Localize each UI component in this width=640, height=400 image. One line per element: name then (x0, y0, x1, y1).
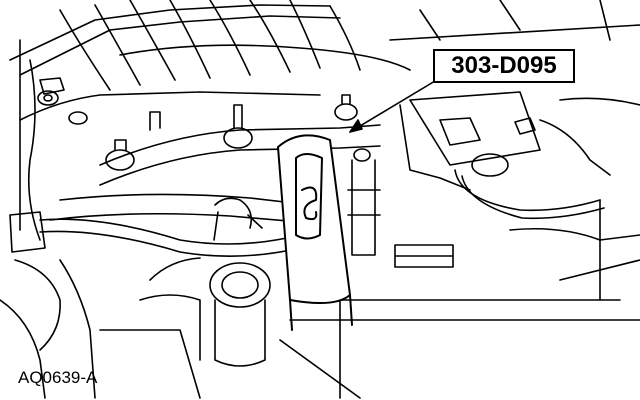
figure-id-label: AQ0639-A (18, 368, 98, 387)
tool-303-D095 (277, 134, 353, 331)
callout-leader (349, 77, 441, 133)
lower-engine-components (99, 244, 640, 399)
tool-callout-label: 303-D095 (433, 49, 575, 83)
right-engine-components (389, 0, 640, 301)
intake-manifold (9, 0, 411, 121)
left-engine-components (0, 39, 96, 399)
wiring-harness (39, 197, 301, 281)
valve-stem (347, 148, 381, 256)
